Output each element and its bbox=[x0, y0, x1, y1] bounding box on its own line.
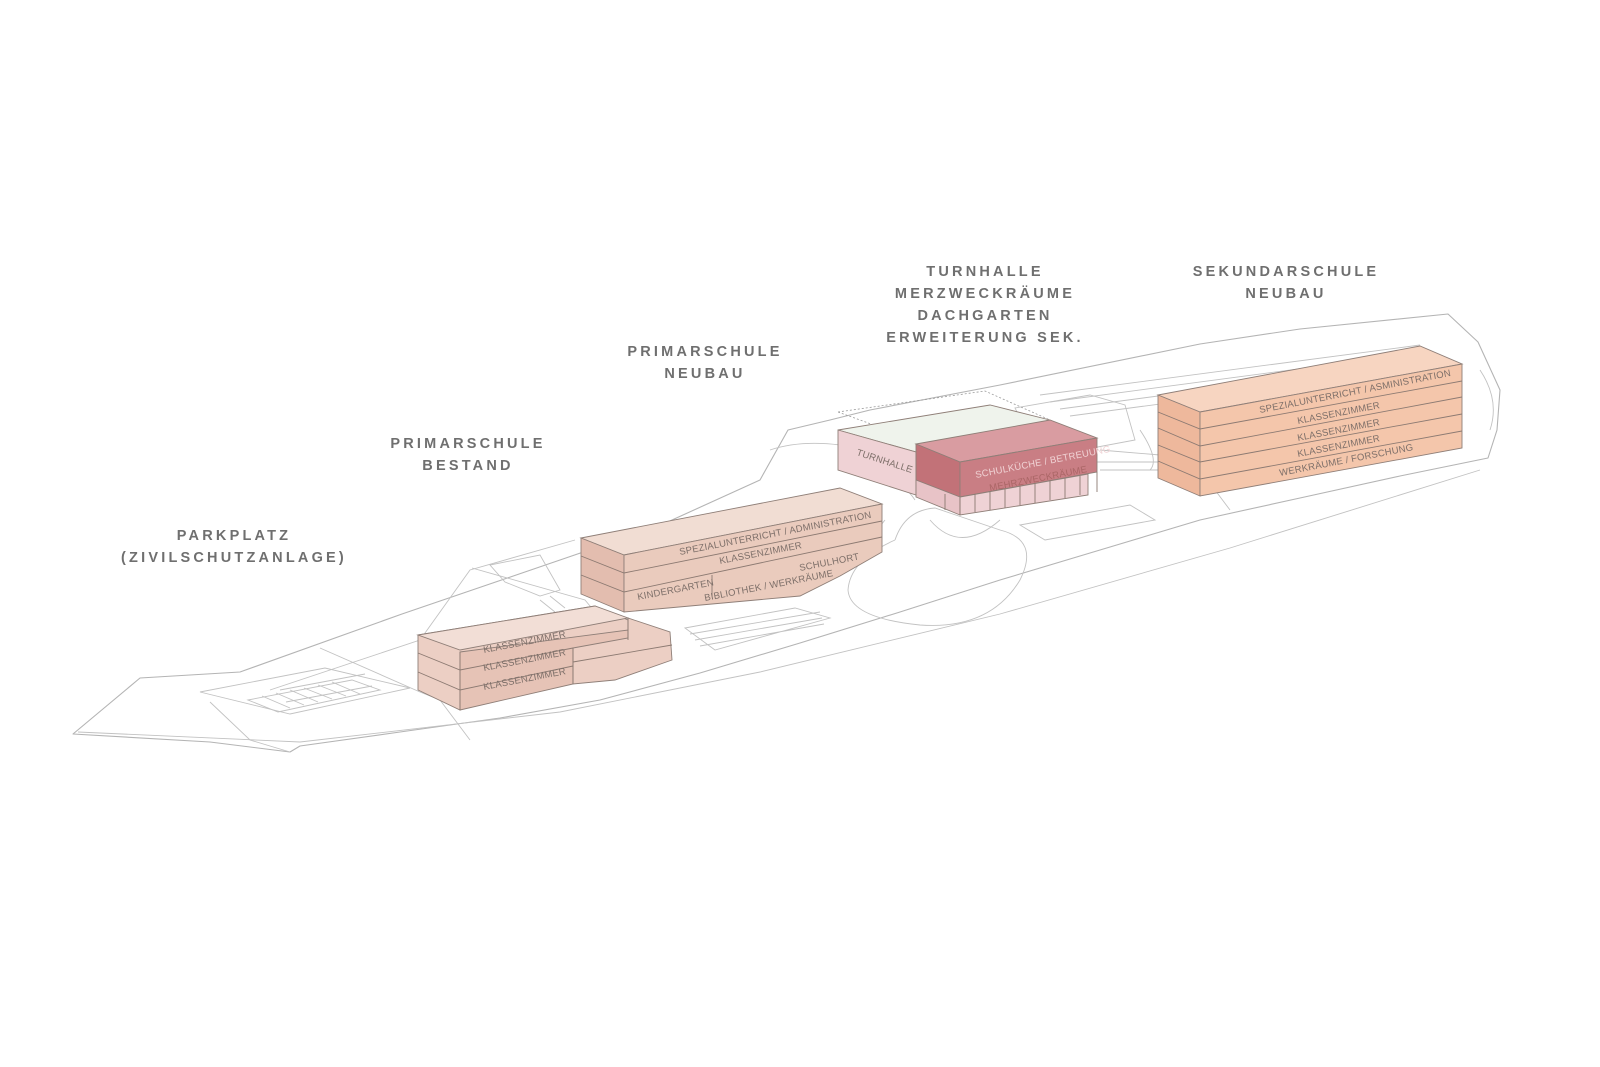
parking-grid bbox=[246, 673, 382, 713]
label-gym-line-1: TURNHALLE bbox=[926, 264, 1043, 280]
label-gym-line-4: ERWEITERUNG SEK. bbox=[886, 330, 1084, 346]
path-line-6 bbox=[539, 595, 566, 613]
label-parking-line-1: PARKPLATZ bbox=[177, 528, 291, 544]
path-line-5 bbox=[489, 554, 561, 597]
label-gym-line-2: MERZWECKRÄUME bbox=[895, 285, 1075, 302]
building-primary-existing: KLASSENZIMMER KLASSENZIMMER KLASSENZIMME… bbox=[416, 605, 673, 711]
path-line-18 bbox=[1139, 429, 1154, 471]
secondary-new-front bbox=[1157, 394, 1201, 497]
secondary-new-side bbox=[1199, 363, 1463, 497]
secondary-new-floor-lines bbox=[1157, 380, 1463, 480]
gym-columns bbox=[944, 472, 1098, 515]
path-line-2 bbox=[269, 539, 576, 691]
label-gym-line-3: DACHGARTEN bbox=[917, 308, 1052, 324]
path-line-1 bbox=[77, 469, 1481, 743]
building-gym: TURNHALLE SCHULKÜCHE / BETREUUNG MEHRZWE… bbox=[837, 390, 1111, 516]
label-secondary-new-line-1: SEKUNDARSCHULE bbox=[1193, 264, 1380, 280]
building-secondary-new: SPEZIALUNTERRICHT / ASMINISTRATION KLASS… bbox=[1156, 345, 1464, 497]
primary-existing-edges bbox=[459, 618, 629, 710]
path-line-13 bbox=[1039, 344, 1431, 417]
path-line-19 bbox=[1479, 369, 1494, 431]
path-line-16 bbox=[199, 667, 411, 715]
path-line-8 bbox=[929, 519, 1001, 538]
primary-new-side bbox=[623, 503, 883, 613]
group-labels: PARKPLATZ (ZIVILSCHUTZANLAGE) PRIMARSCHU… bbox=[121, 264, 1380, 566]
primary-new-floor-lines bbox=[580, 520, 883, 596]
label-primary-new-line-2: NEUBAU bbox=[664, 366, 745, 382]
path-line-17 bbox=[209, 701, 291, 753]
building-primary-new: SPEZIALUNTERRICHT / ADMINISTRATION KLASS… bbox=[579, 487, 884, 613]
path-line-11 bbox=[1018, 504, 1157, 541]
path-line-14 bbox=[1095, 461, 1160, 471]
label-secondary-new-line-2: NEUBAU bbox=[1245, 286, 1326, 302]
label-primary-new-line-1: PRIMARSCHULE bbox=[627, 344, 782, 360]
label-primary-existing-line-2: BESTAND bbox=[422, 458, 513, 474]
path-line-15 bbox=[683, 607, 832, 651]
label-primary-existing-line-1: PRIMARSCHULE bbox=[390, 436, 545, 452]
label-parking-line-2: (ZIVILSCHUTZANLAGE) bbox=[121, 550, 347, 566]
